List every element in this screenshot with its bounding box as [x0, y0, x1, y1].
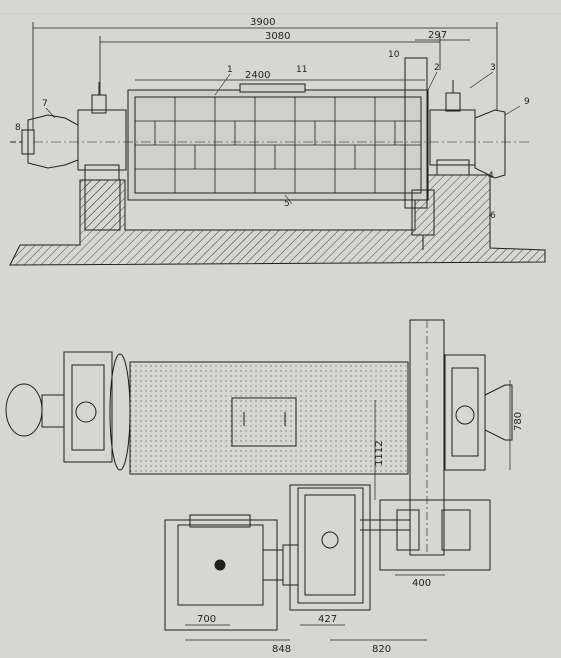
svg-text:9: 9	[524, 97, 530, 107]
liner-plates	[135, 97, 421, 193]
right-bearing	[429, 109, 476, 166]
dim-400: 400	[412, 578, 431, 589]
reducer	[297, 487, 364, 604]
part-labels: 1 2 3 4 5 6 7 8 9 10 11	[15, 50, 530, 221]
drive-base	[289, 484, 371, 611]
pinion-base	[379, 499, 491, 571]
svg-text:5: 5	[284, 199, 290, 209]
svg-text:10: 10	[388, 50, 400, 60]
svg-text:11: 11	[296, 65, 307, 75]
dim-3080: 3080	[265, 31, 290, 42]
dim-700: 700	[197, 614, 216, 625]
svg-text:7: 7	[42, 99, 48, 109]
dim-3900: 3900	[250, 17, 275, 28]
mill-plan	[129, 361, 409, 475]
dimension-lines-top	[32, 22, 498, 130]
left-bearing-plan	[63, 351, 113, 463]
foundation	[9, 174, 546, 266]
svg-text:1: 1	[227, 65, 233, 75]
dim-1112: 1112	[374, 441, 385, 466]
svg-text:6: 6	[490, 211, 496, 221]
plan-manhole	[231, 397, 297, 447]
svg-text:4: 4	[488, 171, 494, 181]
dim-780: 780	[513, 412, 524, 431]
elevation-view	[9, 22, 546, 266]
dim-848: 848	[272, 644, 291, 655]
left-bearing	[77, 109, 127, 171]
dimension-texts-top: 3900 3080 2400 297	[245, 17, 447, 81]
feed-head	[27, 114, 79, 169]
plan-view	[5, 319, 513, 641]
right-bearing-plan	[444, 354, 486, 471]
manhole	[239, 83, 306, 93]
svg-text:3: 3	[490, 63, 496, 73]
feed-end-plan	[5, 383, 43, 437]
dimension-texts-plan: 1112 780 400 700 848 427 820	[197, 412, 524, 655]
dim-297: 297	[428, 30, 447, 41]
discharge	[474, 109, 506, 179]
dim-427: 427	[318, 614, 337, 625]
svg-text:2: 2	[434, 63, 440, 73]
dim-2400: 2400	[245, 70, 270, 81]
dim-820: 820	[372, 644, 391, 655]
girth-gear	[404, 57, 428, 209]
svg-text:8: 8	[15, 123, 21, 133]
motor-base	[164, 519, 278, 631]
